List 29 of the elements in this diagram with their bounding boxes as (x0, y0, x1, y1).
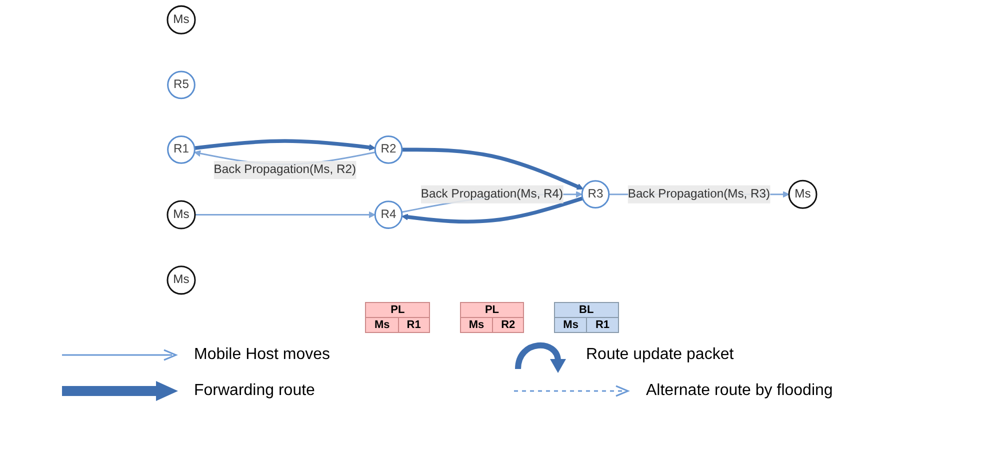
table-header: PL (366, 302, 430, 318)
node-circle: R5 (167, 70, 196, 100)
edge-label: Back Propagation(Ms, R4) (420, 188, 564, 200)
legend-text: Alternate route by flooding (646, 382, 833, 400)
table-cell: R1 (398, 318, 430, 332)
arrow (402, 196, 584, 224)
node-circle: Ms (166, 266, 196, 295)
node-circle: R4 (374, 200, 403, 229)
legend-text: Forwarding route (194, 382, 315, 400)
arrow (194, 139, 376, 151)
arrow (402, 148, 584, 190)
arrow (195, 211, 376, 218)
node-circle: Ms (166, 200, 196, 230)
table-header: PL (460, 302, 524, 318)
legend-text: Mobile Host moves (194, 346, 330, 364)
node-circle: R2 (374, 135, 403, 164)
node-circle: R3 (581, 180, 610, 209)
edge-label: Back Propagation(Ms, R2) (214, 163, 356, 176)
table-cell: Ms (366, 318, 398, 332)
table-cell: Ms (554, 318, 587, 332)
node-circle: R1 (167, 135, 196, 164)
table-cell: R1 (586, 318, 618, 332)
table-cell: Ms (460, 318, 493, 332)
edge-label: Back Propagation(Ms, R3) (628, 188, 770, 200)
table-header: BL (554, 302, 618, 318)
legend-text: Route update packet (586, 346, 734, 364)
node-circle: Ms (788, 180, 818, 209)
node-circle: Ms (166, 5, 196, 34)
table-cell: R2 (492, 318, 524, 332)
